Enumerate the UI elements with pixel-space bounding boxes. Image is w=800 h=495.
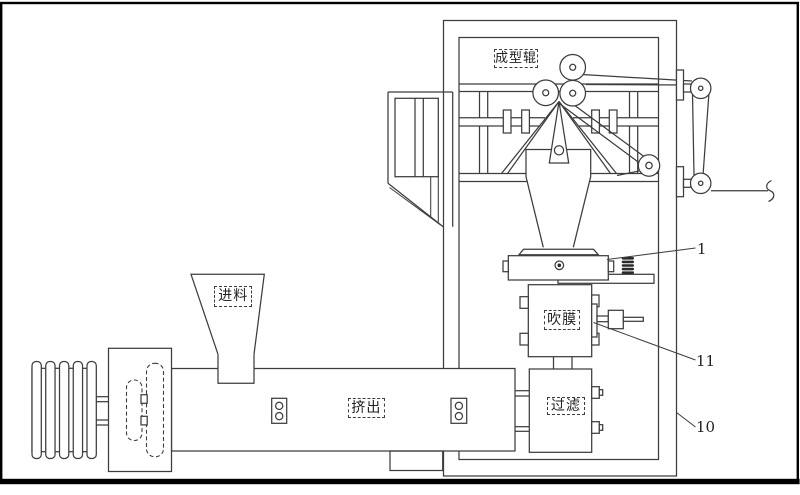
filter-box (515, 368, 604, 453)
pendulum-guide (548, 101, 570, 164)
gearbox (107, 347, 173, 473)
blow-film-box (519, 284, 644, 369)
ref-number-air-valve: 11 (696, 351, 716, 370)
leader-lines (593, 247, 696, 428)
take-off-pulleys (675, 69, 775, 203)
bubble-funnel (525, 148, 592, 248)
label-blow-film: 吹膜 (544, 310, 580, 330)
label-extrude: 挤出 (347, 398, 385, 419)
adjusting-spring (621, 257, 634, 274)
air-valve (596, 309, 644, 330)
hopper-neck (217, 354, 255, 384)
valve-mount-plate (591, 303, 598, 338)
collapsing-frame (501, 73, 693, 177)
barrel-heater-blocks (271, 397, 468, 424)
barrel-pedestal (389, 450, 444, 472)
die-assembly (502, 248, 655, 284)
tower-frame (442, 19, 678, 477)
figure-border (0, 1, 800, 485)
label-feed: 进料 (214, 285, 253, 307)
forming-rollers (532, 53, 661, 177)
extruder (31, 273, 516, 473)
label-forming-roller: 成型辊 (494, 49, 538, 68)
motor (31, 360, 97, 460)
ref-number-frame: 10 (696, 418, 716, 436)
hopper (190, 273, 266, 384)
label-filter: 过滤 (546, 396, 585, 415)
die-lip (517, 248, 600, 256)
ref-number-die-plate: 1 (697, 239, 707, 258)
film-break-squiggle (766, 179, 775, 203)
maintenance-platform (387, 91, 454, 228)
